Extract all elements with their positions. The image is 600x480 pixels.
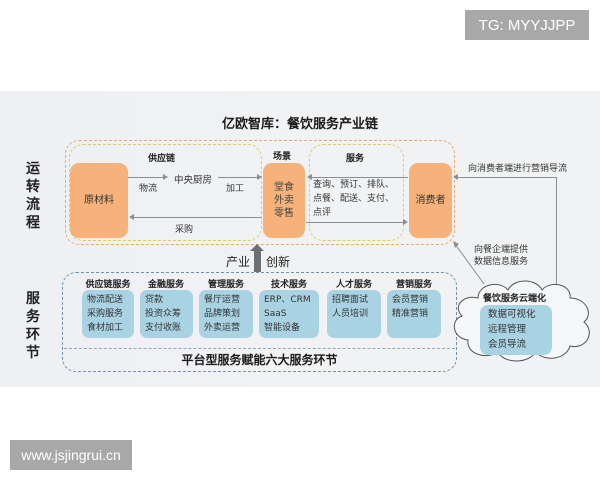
- service-group-title: 技术服务: [270, 280, 307, 290]
- service-item: 贷款: [145, 295, 164, 305]
- service-line: 点评: [313, 208, 332, 218]
- cloud-to-consumer-hline: [457, 177, 557, 178]
- service-group-box: 招聘面试 人员培训: [327, 290, 381, 338]
- service-group-box: 物流配送 采购服务 食材加工: [82, 290, 134, 338]
- service-item: 支付收账: [145, 323, 182, 333]
- procurement-label: 采购: [175, 225, 194, 235]
- label-char: 流: [26, 197, 40, 213]
- label-char: 程: [26, 215, 40, 231]
- service-item: 投资众筹: [145, 309, 182, 319]
- arrow-head-icon: [257, 174, 262, 180]
- service-item: 餐厅运营: [204, 295, 241, 305]
- service-item: 招聘面试: [332, 295, 369, 305]
- label-line: 数据信息服务: [474, 257, 529, 267]
- scene-node: 堂食 外卖 零售: [263, 163, 305, 238]
- industry-label: 产业: [226, 255, 251, 269]
- label-char: 转: [26, 179, 40, 195]
- cloud-to-consumer-vline: [556, 177, 557, 289]
- arrow-head-icon: [403, 219, 408, 225]
- service-item: 精准营销: [392, 309, 429, 319]
- service-item: 采购服务: [87, 309, 124, 319]
- scene-line: 零售: [274, 208, 294, 219]
- to-consumer-label: 向消费者端进行营销导流: [468, 164, 568, 174]
- arrow-head-icon: [163, 174, 168, 180]
- service-item: 品牌策划: [204, 309, 241, 319]
- scene-line: 堂食: [274, 182, 294, 193]
- service-group-title: 营销服务: [395, 280, 432, 290]
- service-arrow-back-line: [312, 177, 408, 178]
- label-line: 向餐企端提供: [474, 245, 529, 255]
- processing-label: 加工: [226, 184, 245, 194]
- service-item: 物流配送: [87, 295, 124, 305]
- scene-label: 场景: [273, 152, 292, 162]
- service-group-title: 供应链服务: [85, 280, 131, 290]
- innovation-label: 创新: [266, 255, 291, 269]
- logistics-arrow-line: [128, 177, 164, 178]
- service-line: 点餐、配送、支付、: [313, 194, 395, 204]
- diagram-title: 亿欧智库：餐饮服务产业链: [221, 117, 378, 132]
- cloud-item: 远程管理: [488, 324, 527, 335]
- service-group-box: 餐厅运营 品牌策划 外卖运营: [199, 290, 253, 338]
- service-arrow-forward-line: [306, 222, 404, 223]
- label-char: 运: [26, 161, 40, 177]
- service-divider: [64, 348, 455, 349]
- central-kitchen-node: 中央厨房: [174, 175, 213, 186]
- service-group-title: 人才服务: [335, 280, 372, 290]
- service-group-box: ERP、CRM SaaS 智能设备: [259, 290, 319, 338]
- service-line: 查询、预订、排队、: [313, 180, 395, 190]
- service-group-box: 贷款 投资众筹 支付收账: [140, 290, 193, 338]
- watermark-top: TG: MYYJJPP: [465, 10, 589, 40]
- supply-chain-label: 供应链: [148, 154, 176, 164]
- cloud-item: 会员导流: [488, 339, 527, 350]
- cloud-to-enterprise-arrow: [453, 241, 485, 285]
- processing-arrow-line: [218, 177, 258, 178]
- supply-chain-container: [69, 144, 262, 241]
- service-item: ERP、CRM: [264, 295, 311, 305]
- service-item: 食材加工: [87, 323, 124, 333]
- cloud-items-box: 数据可视化 远程管理 会员导流: [480, 305, 552, 355]
- service-group-title: 管理服务: [207, 280, 244, 290]
- service-container: [309, 144, 404, 241]
- service-group-box: 会员营销 精准营销: [387, 290, 441, 338]
- service-list: 查询、预订、排队、 点餐、配送、支付、 点评: [313, 178, 405, 220]
- watermark-bottom: www.jsjingrui.cn: [10, 440, 132, 470]
- label-char: 节: [26, 345, 40, 361]
- arrow-head-icon: [307, 174, 312, 180]
- scene-line: 外卖: [274, 195, 294, 206]
- to-enterprise-label: 向餐企端提供 数据信息服务: [474, 244, 528, 268]
- platform-caption: 平台型服务赋能六大服务环节: [181, 353, 338, 367]
- up-arrow-icon: [250, 244, 264, 272]
- consumer-node: 消费者: [409, 163, 452, 238]
- arrow-head-icon: [129, 214, 134, 220]
- arrow-head-icon: [453, 174, 458, 180]
- service-item: 会员营销: [392, 295, 429, 305]
- procurement-arrow-line: [134, 217, 261, 218]
- raw-material-label: 原材料: [84, 195, 114, 206]
- service-item: 人员培训: [332, 309, 369, 319]
- label-char: 服: [26, 291, 40, 307]
- raw-material-node: 原材料: [70, 163, 128, 238]
- cloud-title: 餐饮服务云端化: [483, 294, 547, 304]
- label-char: 务: [26, 309, 40, 325]
- logistics-label: 物流: [139, 184, 158, 194]
- service-label: 服务: [346, 154, 365, 164]
- service-item: 智能设备: [264, 323, 301, 333]
- service-item: 外卖运营: [204, 323, 241, 333]
- service-item: SaaS: [264, 309, 287, 319]
- operation-flow-label: 运 转 流 程: [24, 160, 42, 232]
- label-char: 环: [26, 327, 40, 343]
- service-links-label: 服 务 环 节: [24, 290, 42, 362]
- service-group-title: 金融服务: [147, 280, 184, 290]
- cloud-item: 数据可视化: [488, 309, 536, 320]
- consumer-label: 消费者: [415, 195, 446, 206]
